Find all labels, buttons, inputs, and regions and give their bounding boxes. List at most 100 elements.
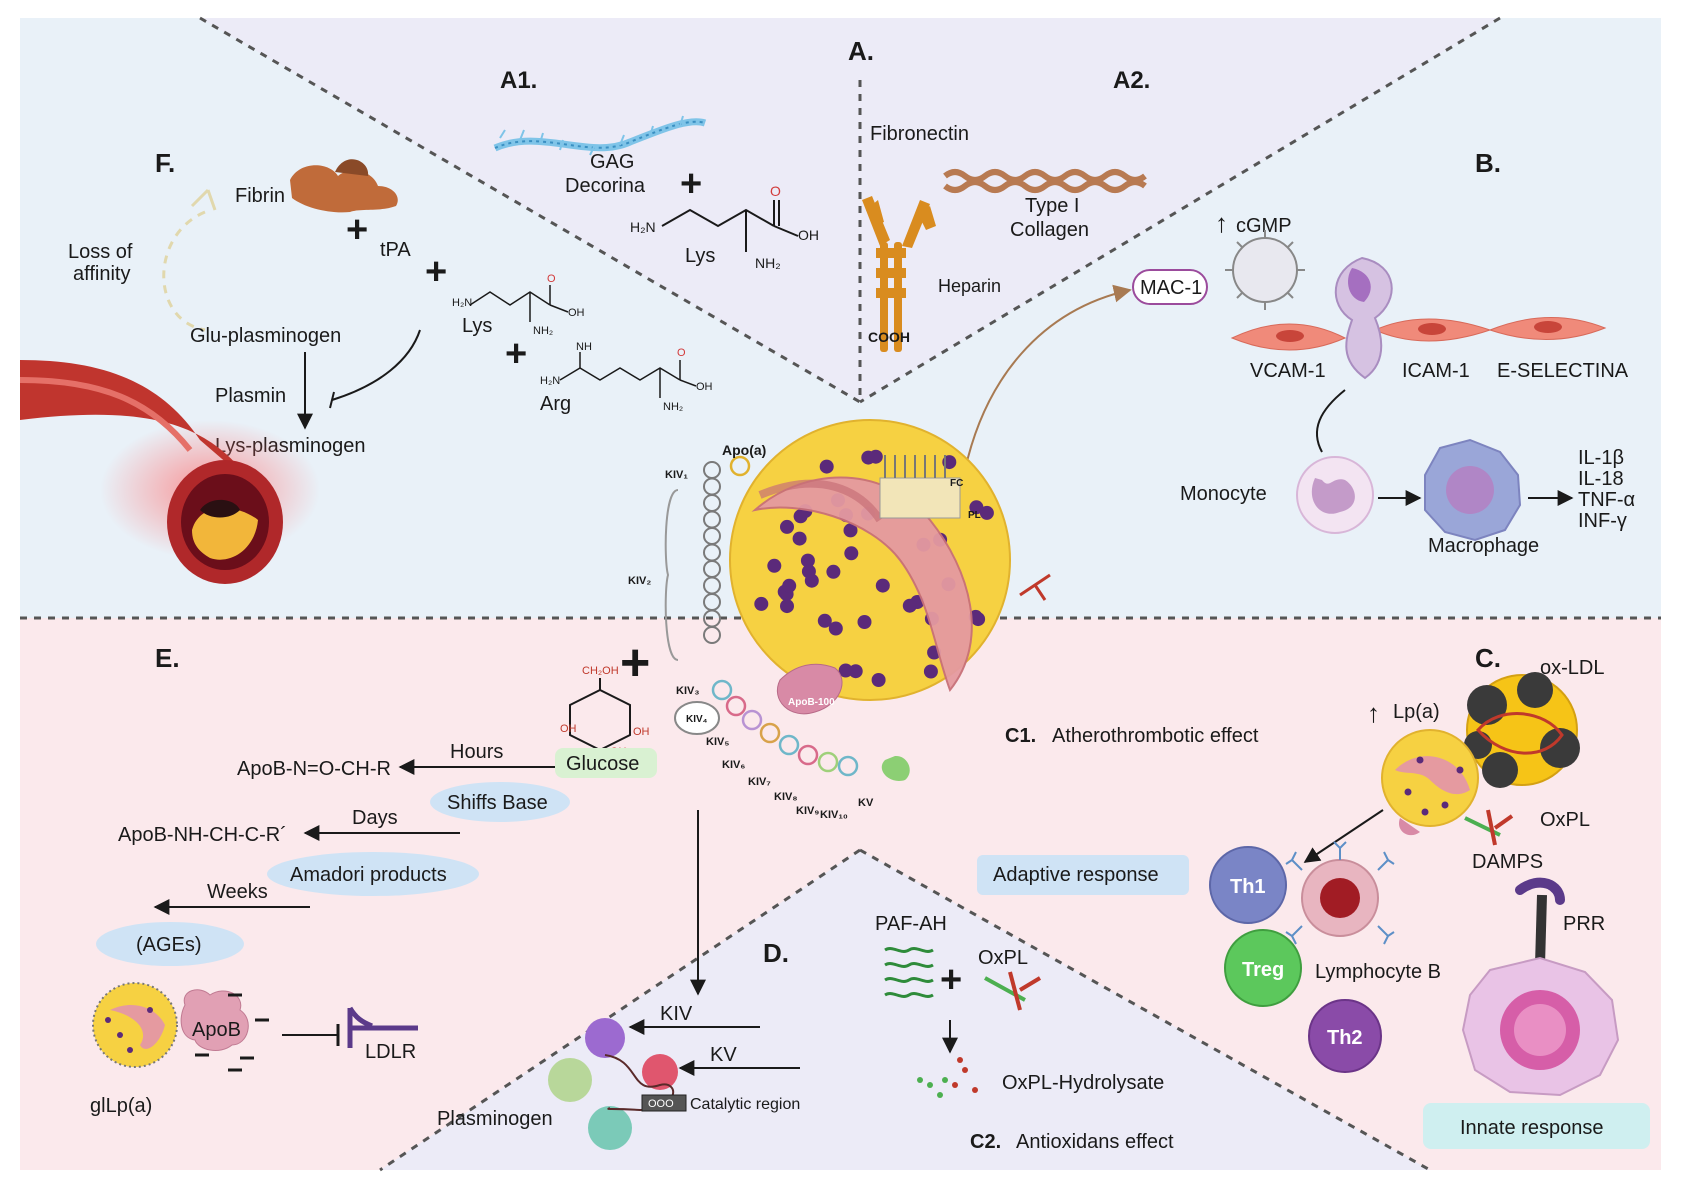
gag-label: GAG <box>590 151 634 173</box>
macrophage-cell-icon <box>1424 438 1522 542</box>
lys-structure-icon <box>661 200 799 252</box>
loss-label-2: affinity <box>73 263 130 285</box>
hours-label: Hours <box>450 741 503 763</box>
lipid-dot <box>801 564 816 579</box>
lipid-dot <box>792 531 807 546</box>
lipid-dot <box>861 450 876 465</box>
kiv-label: KIV <box>660 1003 693 1025</box>
lys-f-o: O <box>547 273 556 285</box>
label-a: A. <box>848 36 874 66</box>
lipid-dot <box>754 596 769 611</box>
lys-nh2: NH₂ <box>755 255 781 271</box>
lys-structure-f-icon <box>469 285 569 322</box>
label-b: B. <box>1475 148 1501 178</box>
kiv7-label: KIV₇ <box>748 776 771 788</box>
macrophage-label: Macrophage <box>1428 535 1539 557</box>
eselectina-label: E-SELECTINA <box>1497 360 1629 382</box>
cooh-label: COOH <box>868 329 910 345</box>
th2-cell-icon <box>1308 999 1382 1073</box>
heparin-antibody-icon <box>862 196 936 352</box>
label-a1: A1. <box>500 67 537 94</box>
gllpa-label: glLp(a) <box>90 1095 152 1117</box>
c1-text: Atherothrombotic effect <box>1052 725 1259 747</box>
cgmp-label: cGMP <box>1236 215 1292 237</box>
th1-label: Th1 <box>1230 876 1266 898</box>
endothelial-nuclei <box>1276 321 1562 342</box>
lys-h2n: H₂N <box>630 219 656 235</box>
oxpl-branch-c-icon <box>1464 809 1514 846</box>
apoa-label: Apo(a) <box>722 442 766 458</box>
cytokine-4: INF-γ <box>1578 510 1627 532</box>
fibrin-label: Fibrin <box>235 185 285 207</box>
lipid-dot <box>971 612 986 627</box>
lpa-particle: FC PL ApoB-100 <box>729 419 1051 781</box>
treg-cell-icon <box>1224 929 1302 1007</box>
oxpl-branch-center <box>1019 573 1051 601</box>
apob-blob-icon <box>180 989 249 1051</box>
lipid-dot <box>800 553 815 568</box>
c2-text: Antioxidans effect <box>1016 1131 1174 1153</box>
lymphocyte-b-icon <box>1285 841 1395 945</box>
th2-label: Th2 <box>1327 1027 1363 1049</box>
treg-label: Treg <box>1242 959 1284 981</box>
bottom-wedge <box>380 850 1430 1170</box>
weeks-label: Weeks <box>207 881 268 903</box>
label-d: D. <box>763 938 789 968</box>
fc-label: FC <box>950 478 963 489</box>
lipid-dot <box>875 578 890 593</box>
lys-f-h2n: H₂N <box>452 297 472 309</box>
plus-icon-big: + <box>620 634 650 692</box>
kringle-loop <box>817 751 839 773</box>
kringle-loop <box>729 455 751 477</box>
glucose-ring-icon <box>569 678 631 752</box>
apob100-label: ApoB-100 <box>788 697 835 708</box>
lipid-dot <box>780 599 794 614</box>
kv-center-label: KV <box>858 797 874 809</box>
c2-label: C2. <box>970 1131 1001 1153</box>
plasmin-label: Plasmin <box>215 385 286 407</box>
kiv4-ring <box>674 701 720 735</box>
catalytic-label: Catalytic region <box>690 1096 800 1113</box>
ooo-label: OOO <box>648 1098 674 1110</box>
c2-oxpl-label: OxPL <box>978 947 1028 969</box>
plus-icon-5: + <box>940 959 962 1001</box>
lys-label-a1: Lys <box>685 245 715 267</box>
adaptive-label: Adaptive response <box>993 864 1159 886</box>
schiff-product-label: ApoB-N=O-CH-R <box>237 758 391 780</box>
c1-label: C1. <box>1005 725 1036 747</box>
top-wedge <box>200 18 1500 402</box>
shiffs-base-pill <box>430 782 570 822</box>
hydrolysate-label: OxPL-Hydrolysate <box>1002 1072 1164 1094</box>
loss-affinity-arrowhead <box>190 188 217 211</box>
lymphocyte-b-label: Lymphocyte B <box>1315 961 1441 983</box>
kringle-loop <box>759 722 781 744</box>
plus-icon-2: + <box>346 209 368 251</box>
kringle-loop <box>703 626 721 644</box>
pafah-label: PAF-AH <box>875 913 947 935</box>
lipid-dot <box>838 663 853 678</box>
glucose-label: Glucose <box>566 753 639 775</box>
innate-pill <box>1423 1103 1650 1149</box>
lipid-dot <box>767 558 782 573</box>
blood-vessel-icon <box>19 360 320 584</box>
innate-label: Innate response <box>1460 1117 1603 1139</box>
arg-h2n: H₂N <box>540 375 560 387</box>
ages-pill <box>96 922 244 966</box>
lipid-dot <box>828 621 843 636</box>
lipid-dot <box>857 615 872 629</box>
arg-label: Arg <box>540 393 571 415</box>
small-lpa-particle-icon <box>1381 729 1479 836</box>
label-a2: A2. <box>1113 67 1150 94</box>
plasminogen-domains-icon <box>548 1018 687 1150</box>
amadori-label: Amadori products <box>290 864 447 886</box>
lipid-dot <box>782 578 797 593</box>
pafah-helix-icon <box>884 947 934 998</box>
label-f: F. <box>155 148 175 178</box>
arg-oh: OH <box>696 381 713 393</box>
kiv10-label: KIV₁₀ <box>820 809 848 821</box>
loss-label-1: Loss of <box>68 241 133 263</box>
lipid-dot <box>843 523 858 538</box>
arg-nh: NH <box>576 341 592 353</box>
monocyte-link <box>1316 389 1346 453</box>
icam-label: ICAM-1 <box>1402 360 1470 382</box>
